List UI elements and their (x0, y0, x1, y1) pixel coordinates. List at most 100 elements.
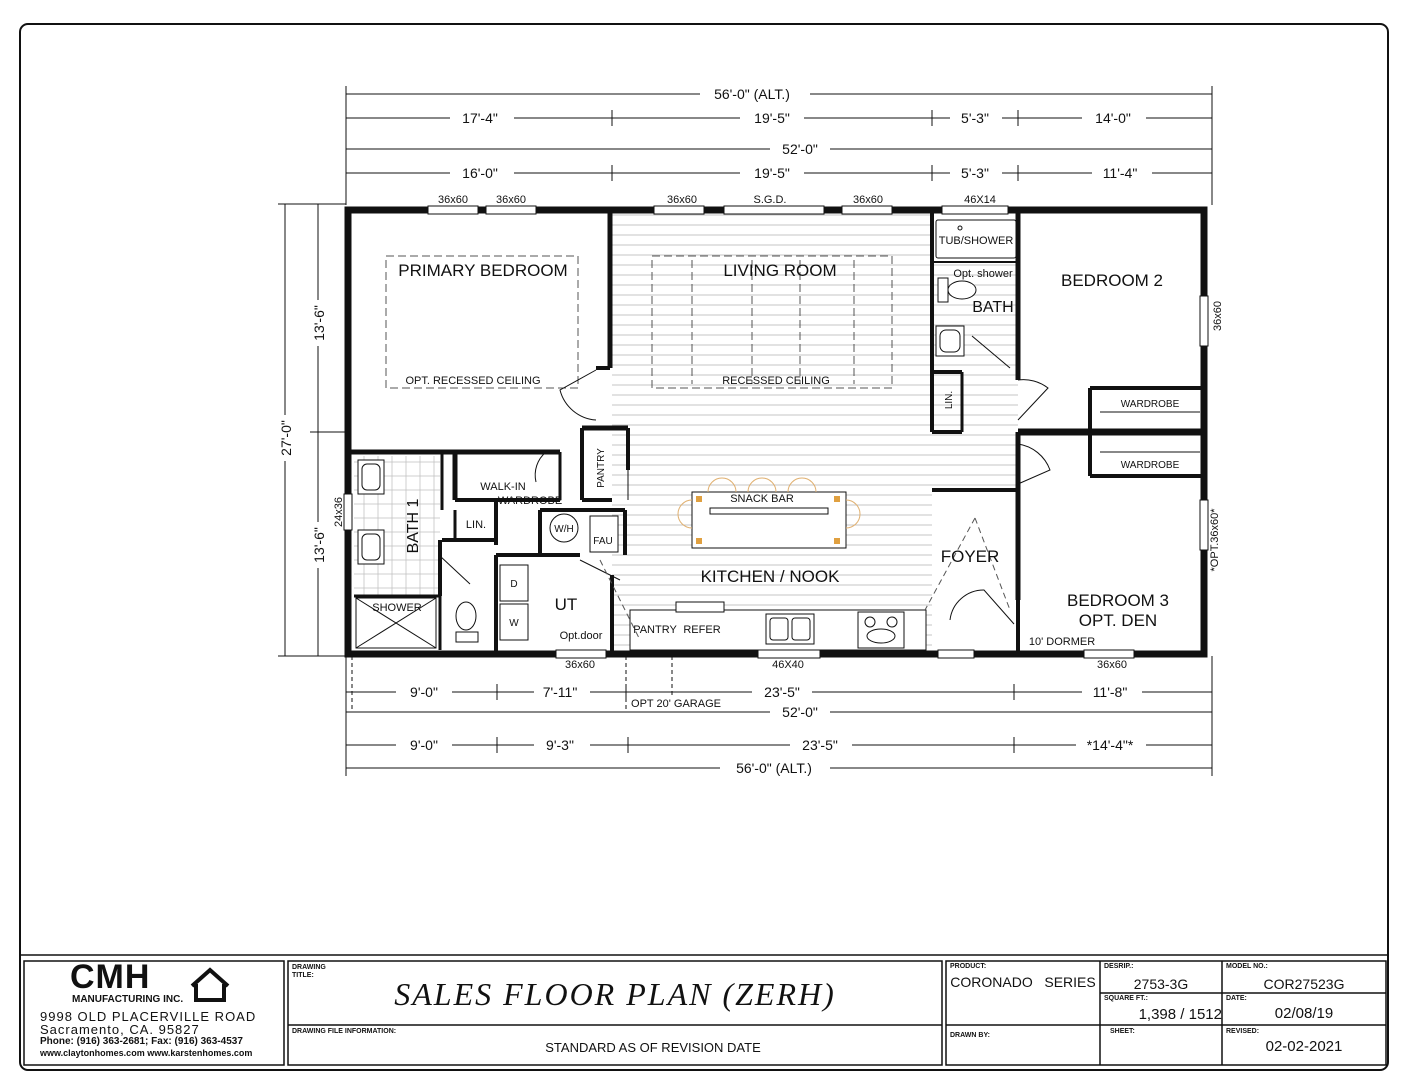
ceiling-outlines (385, 255, 893, 389)
dim-bot-r1-3: 23'-5" (764, 684, 800, 700)
room-labels: PRIMARY BEDROOM OPT. RECESSED CEILING LI… (372, 235, 1179, 648)
dim-top-overall: 52'-0" (782, 141, 818, 157)
living-floor (612, 214, 932, 654)
descrip-label: DESRIP.: (1104, 963, 1134, 970)
dim-bot-r3-3: 23'-5" (802, 737, 838, 753)
label-opt-recessed-ceiling: OPT. RECESSED CEILING (405, 375, 540, 387)
dim-top-r2-3: 5'-3" (961, 110, 989, 126)
label-shower: SHOWER (372, 602, 422, 614)
sqft-value: 1,398 / 1512 (1138, 1006, 1222, 1023)
label-washer: W (509, 618, 519, 629)
company-logo: CMH (70, 958, 151, 996)
company-address1: 9998 OLD PLACERVILLE ROAD (40, 1009, 257, 1024)
label-opt-den: OPT. DEN (1079, 611, 1157, 630)
label-dormer: 10' DORMER (1029, 636, 1095, 648)
label-lin-right: LIN. (944, 391, 955, 409)
date-value: 02/08/19 (1274, 1005, 1334, 1022)
window-label-bottom3: 36x60 (1097, 659, 1127, 671)
product-label: PRODUCT: (950, 963, 987, 970)
window-label-5: 46X14 (964, 194, 996, 206)
dim-bot-r3-2: 9'-3" (546, 737, 574, 753)
window-labels: 36x60 36x60 36x60 S.G.D. 36x60 46X14 36x… (333, 194, 1224, 671)
window-label-right2: *OPT.36x60* (1209, 508, 1221, 572)
fixtures (355, 219, 1017, 651)
label-bath: BATH (972, 299, 1013, 316)
revised-label: REVISED: (1226, 1028, 1260, 1035)
window-label-left1: 24x36 (333, 497, 345, 527)
label-recessed-ceiling: RECESSED CEILING (722, 375, 830, 387)
label-pantry-lower: PANTRY (633, 624, 677, 636)
window-label-4: 36x60 (853, 194, 883, 206)
file-info-label: DRAWING FILE INFORMATION: (292, 1028, 397, 1035)
label-wardrobe-walk: WARDROBE (498, 495, 562, 507)
company-name: MANUFACTURING INC. (72, 994, 184, 1005)
dim-top-r4-3: 5'-3" (961, 165, 989, 181)
label-ut: UT (555, 595, 578, 614)
dim-top-r2-4: 14'-0" (1095, 110, 1131, 126)
label-opt-shower: Opt. shower (953, 268, 1013, 280)
label-foyer: FOYER (941, 547, 1000, 566)
sqft-label: SQUARE FT.: (1104, 995, 1148, 1002)
window-label-2: 36x60 (496, 194, 526, 206)
label-wardrobe2: WARDROBE (1121, 460, 1180, 471)
descrip-value: 2753-3G (1133, 976, 1189, 992)
dim-top-r2-2: 19'-5" (754, 110, 790, 126)
file-info: STANDARD AS OF REVISION DATE (545, 1040, 761, 1055)
sheet-label: SHEET: (1110, 1028, 1135, 1035)
drawing-title: SALES FLOOR PLAN (ZERH) (394, 976, 836, 1012)
dim-left-lower: 13'-6" (311, 527, 327, 563)
dim-bot-r3-1: 9'-0" (410, 737, 438, 753)
dim-bot-r3-4: *14'-4"* (1087, 737, 1134, 753)
label-dryer: D (510, 579, 517, 590)
window-label-sgd: S.G.D. (753, 194, 786, 206)
window-label-3: 36x60 (667, 194, 697, 206)
label-wh: W/H (554, 524, 573, 535)
label-kitchen-nook: KITCHEN / NOOK (701, 567, 841, 586)
drawn-by-label: DRAWN BY: (950, 1032, 990, 1039)
dim-top-overall-alt: 56'-0" (ALT.) (714, 86, 790, 102)
window-label-bottom1: 36x60 (565, 659, 595, 671)
revised-value: 02-02-2021 (1265, 1038, 1343, 1055)
label-refer: REFER (683, 624, 720, 636)
window-label-bottom2: 46X40 (772, 659, 804, 671)
label-bath1: BATH 1 (405, 498, 422, 553)
sheet-border (19, 23, 1389, 1071)
dim-top-r2-1: 17'-4" (462, 110, 498, 126)
model-label: MODEL NO.: (1226, 963, 1268, 970)
top-dimension-labels: 56'-0" (ALT.) 17'-4" 19'-5" 5'-3" 14'-0"… (450, 84, 1152, 182)
label-bedroom2: BEDROOM 2 (1061, 271, 1163, 290)
label-living-room: LIVING ROOM (723, 261, 836, 280)
bar-corners (696, 496, 840, 544)
dim-bot-r1-1: 9'-0" (410, 684, 438, 700)
dim-bot-overall: 52'-0" (782, 704, 818, 720)
window-label-1: 36x60 (438, 194, 468, 206)
label-snack-bar: SNACK BAR (730, 493, 794, 505)
dim-bot-r1-2: 7'-11" (543, 684, 578, 700)
door-swings (439, 335, 1051, 625)
dim-bot-r1-4: 11'-8" (1093, 684, 1128, 700)
label-opt-door: Opt.door (560, 630, 603, 642)
company-address2: Sacramento, CA. 95827 (40, 1022, 200, 1037)
left-dimension-labels: 27'-0" 13'-6" 13'-6" (276, 300, 327, 568)
dim-top-r4-4: 11'-4" (1103, 165, 1138, 181)
foyer-ceiling (599, 517, 1011, 641)
dim-left-upper: 13'-6" (311, 305, 327, 341)
label-wardrobe1: WARDROBE (1121, 399, 1180, 410)
dim-bot-garage: OPT 20' GARAGE (631, 698, 721, 710)
window-openings (343, 205, 1209, 659)
label-pantry-upper: PANTRY (596, 448, 607, 488)
company-phone: Phone: (916) 363-2681; Fax: (916) 363-45… (40, 1036, 243, 1047)
model-value: COR27523G (1263, 976, 1345, 992)
dim-bot-overall-alt: 56'-0" (ALT.) (736, 760, 812, 776)
label-fau: FAU (593, 536, 612, 547)
window-label-right1: 36x60 (1212, 301, 1224, 331)
label-tub-shower: TUB/SHOWER (939, 235, 1014, 247)
bar-stools (677, 477, 861, 529)
date-label: DATE: (1226, 995, 1247, 1002)
house-logo-icon (190, 967, 230, 1002)
product-value: CORONADO SERIES (950, 974, 1096, 990)
drawing-title-label: DRAWING TITLE: (292, 964, 326, 979)
dim-top-r4-1: 16'-0" (462, 165, 498, 181)
dim-top-r4-2: 19'-5" (754, 165, 790, 181)
